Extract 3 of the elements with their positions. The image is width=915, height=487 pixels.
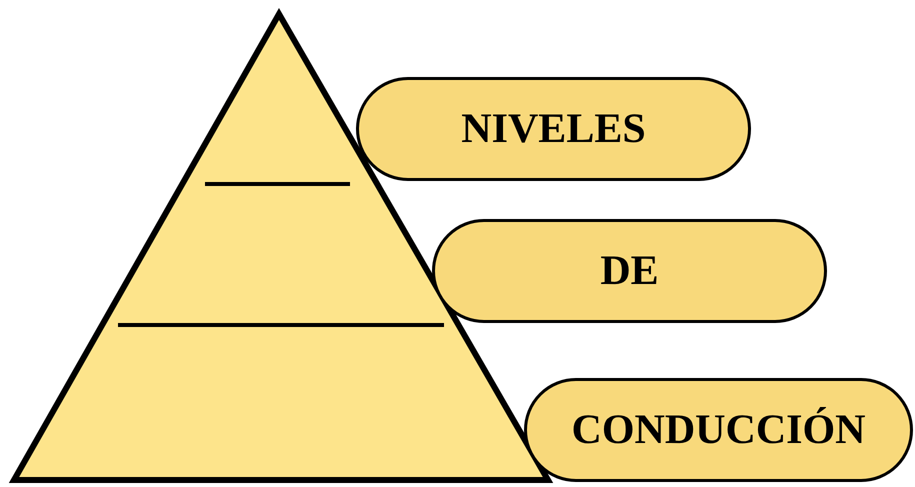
pill-text: DE — [600, 247, 659, 295]
pill-text: CONDUCCIÓN — [572, 406, 866, 454]
pill-text: NIVELES — [461, 105, 646, 153]
